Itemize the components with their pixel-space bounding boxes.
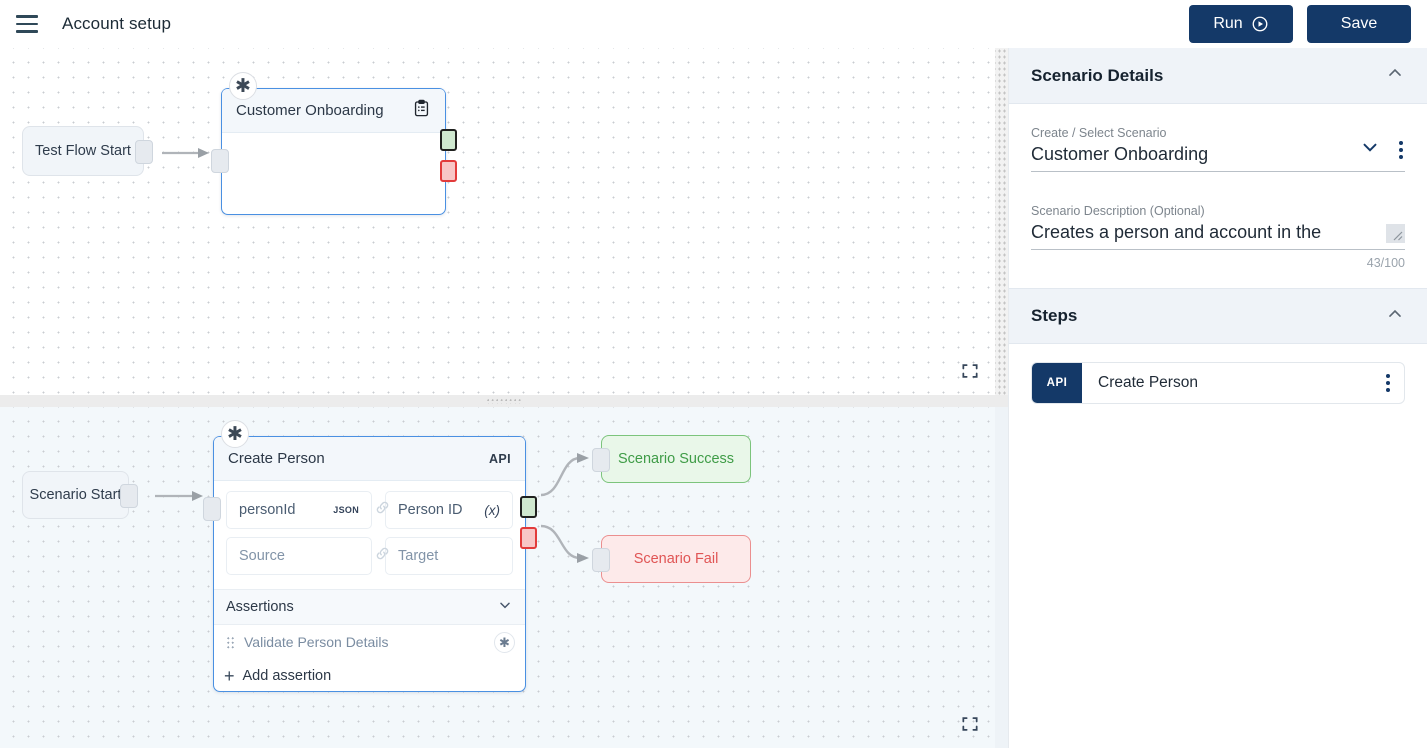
node-customer-onboarding[interactable]: ✱ Customer Onboarding	[211, 72, 457, 215]
variable-tag-icon: (x)	[484, 502, 500, 518]
node-scenario-start-label: Scenario Start	[29, 487, 122, 503]
node-scenario-fail[interactable]: Scenario Fail	[592, 535, 751, 583]
kebab-menu-icon[interactable]	[1380, 372, 1392, 394]
chevron-up-icon[interactable]	[1385, 304, 1405, 329]
mapping-target-placeholder: Target	[398, 548, 439, 564]
add-assertion-button[interactable]: + Add assertion	[214, 659, 525, 693]
steps-header[interactable]: Steps	[1009, 288, 1427, 344]
play-circle-icon	[1251, 15, 1269, 33]
kebab-menu-icon[interactable]	[1393, 139, 1405, 161]
mapping-row: personId JSON Person ID	[226, 491, 513, 529]
scenario-success-input-port[interactable]	[592, 448, 610, 472]
create-select-scenario-field[interactable]: Create / Select Scenario Customer Onboar…	[1031, 126, 1405, 178]
step-item-menu[interactable]	[1380, 363, 1404, 403]
right-panel: Scenario Details Create / Select Scenari…	[1008, 48, 1427, 748]
customer-onboarding-fail-port[interactable]	[440, 160, 457, 182]
chevron-down-icon	[497, 597, 513, 617]
node-scenario-success-label: Scenario Success	[617, 451, 735, 467]
scenario-fail-input-port[interactable]	[592, 548, 610, 572]
create-person-success-port[interactable]	[520, 496, 537, 518]
resize-handle-icon[interactable]	[1386, 224, 1405, 243]
scenario-description-field[interactable]: Scenario Description (Optional) Creates …	[1031, 204, 1405, 276]
step-item-create-person[interactable]: API Create Person	[1031, 362, 1405, 404]
save-button[interactable]: Save	[1307, 5, 1411, 43]
mapping-row: Source Target	[226, 537, 513, 575]
canvas-vertical-resize-handle[interactable]	[995, 407, 1008, 748]
step-type-badge: API	[1032, 363, 1082, 403]
fullscreen-icon-top-canvas[interactable]	[960, 361, 980, 386]
canvas-vertical-resize-handle[interactable]	[995, 48, 1008, 395]
node-create-person[interactable]: ✱ Create Person API personId JSON	[203, 420, 537, 693]
canvas-column: Test Flow Start ✱ Customer Onboarding	[0, 48, 1008, 748]
test-flow-start-output-port[interactable]	[135, 140, 153, 164]
scenario-flow-canvas[interactable]: Scenario Start ✱ Create Person API perso…	[0, 407, 1008, 748]
page-title: Account setup	[62, 14, 172, 33]
create-person-fail-port[interactable]	[520, 527, 537, 549]
asterisk-icon[interactable]: ✱	[221, 420, 249, 448]
mapping-target-value: Person ID	[398, 502, 463, 518]
node-customer-onboarding-header: Customer Onboarding	[222, 89, 445, 133]
json-tag-icon: JSON	[333, 505, 359, 515]
link-icon	[374, 499, 391, 521]
assertion-item[interactable]: Validate Person Details ✱	[214, 625, 525, 659]
assertions-label: Assertions	[226, 599, 294, 615]
node-customer-onboarding-title: Customer Onboarding	[236, 102, 384, 119]
edge-testflowstart-to-scenario	[161, 148, 209, 158]
link-icon	[374, 545, 391, 567]
mapping-target-field-empty[interactable]: Target	[385, 537, 513, 575]
plus-icon: +	[224, 666, 235, 686]
top-bar: Account setup Run Save	[0, 0, 1427, 48]
node-create-person-mappings: personId JSON Person ID	[214, 481, 525, 589]
create-select-scenario-label: Create / Select Scenario	[1031, 126, 1167, 140]
mapping-source-placeholder: Source	[239, 548, 285, 564]
node-scenario-start[interactable]: Scenario Start	[22, 471, 138, 519]
fullscreen-icon-bottom-canvas[interactable]	[960, 714, 980, 739]
canvas-horizontal-resize-handle[interactable]	[0, 395, 1008, 407]
scenario-start-output-port[interactable]	[120, 484, 138, 508]
chevron-down-icon[interactable]	[1359, 136, 1381, 163]
hamburger-icon[interactable]	[14, 11, 40, 37]
scenario-description-value[interactable]: Creates a person and account in the	[1031, 222, 1322, 242]
node-test-flow-start[interactable]: Test Flow Start	[22, 126, 153, 176]
mapping-source-field[interactable]: personId JSON	[226, 491, 372, 529]
scenario-description-label: Scenario Description (Optional)	[1031, 204, 1205, 218]
scenario-details-header[interactable]: Scenario Details	[1009, 48, 1427, 104]
main-body: Test Flow Start ✱ Customer Onboarding	[0, 48, 1427, 748]
clipboard-list-icon[interactable]	[412, 99, 431, 123]
scenario-description-char-count: 43/100	[1366, 256, 1405, 270]
chevron-up-icon[interactable]	[1385, 63, 1405, 88]
create-person-input-port[interactable]	[203, 497, 221, 521]
create-select-scenario-value[interactable]: Customer Onboarding	[1031, 144, 1209, 164]
scenario-details-body: Create / Select Scenario Customer Onboar…	[1009, 104, 1427, 288]
customer-onboarding-success-port[interactable]	[440, 129, 457, 151]
steps-title: Steps	[1031, 306, 1078, 325]
assertions-section-header[interactable]: Assertions	[214, 589, 525, 625]
step-item-label: Create Person	[1098, 374, 1198, 391]
node-create-person-title: Create Person	[228, 450, 325, 467]
splitter-grip	[486, 398, 522, 404]
add-assertion-label: Add assertion	[242, 668, 332, 684]
run-button[interactable]: Run	[1189, 5, 1293, 43]
top-bar-actions: Run Save	[1189, 5, 1411, 43]
assertion-label: Validate Person Details	[244, 634, 389, 650]
node-scenario-success[interactable]: Scenario Success	[592, 435, 751, 483]
run-button-label: Run	[1213, 15, 1243, 32]
node-create-person-header: Create Person API	[214, 437, 525, 481]
node-test-flow-start-label: Test Flow Start	[35, 143, 131, 159]
mapping-target-field[interactable]: Person ID (x)	[385, 491, 513, 529]
mapping-source-field-empty[interactable]: Source	[226, 537, 372, 575]
scenario-details-title: Scenario Details	[1031, 65, 1164, 85]
steps-list: API Create Person	[1009, 344, 1427, 422]
drag-handle-icon[interactable]	[226, 635, 235, 649]
customer-onboarding-input-port[interactable]	[211, 149, 229, 173]
test-flow-canvas[interactable]: Test Flow Start ✱ Customer Onboarding	[0, 48, 1008, 395]
node-create-person-type-badge: API	[488, 451, 511, 466]
asterisk-icon[interactable]: ✱	[229, 72, 257, 100]
mapping-source-value: personId	[239, 502, 296, 518]
node-scenario-fail-label: Scenario Fail	[633, 551, 719, 567]
asterisk-icon[interactable]: ✱	[494, 631, 515, 653]
